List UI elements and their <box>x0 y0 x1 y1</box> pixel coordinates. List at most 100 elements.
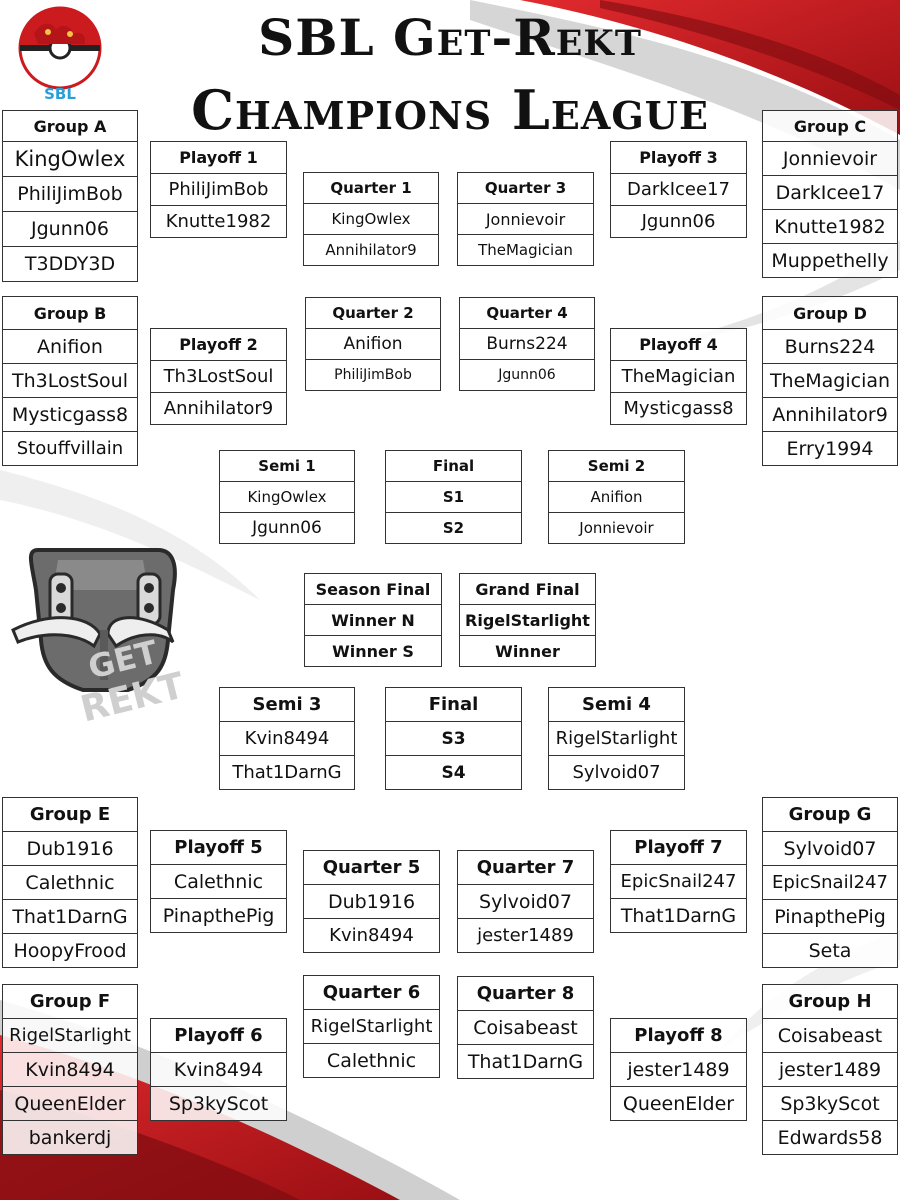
group-b-player-3: Mysticgass8 <box>2 397 138 432</box>
quarter-6-table: Quarter 6 RigelStarlight Calethnic <box>303 975 440 1078</box>
playoff-3-table: Playoff 3 DarkIcee17 Jgunn06 <box>610 141 747 238</box>
quarter-1-player-1: KingOwlex <box>303 203 439 235</box>
quarter-6-header: Quarter 6 <box>303 975 440 1010</box>
group-h-player-1: Coisabeast <box>762 1018 898 1053</box>
group-h-player-3: Sp3kyScot <box>762 1086 898 1121</box>
season-final-table: Season Final Winner N Winner S <box>304 573 442 667</box>
playoff-5-player-2: PinapthePig <box>150 898 287 933</box>
quarter-5-header: Quarter 5 <box>303 850 440 885</box>
group-e-header: Group E <box>2 797 138 832</box>
quarter-7-header: Quarter 7 <box>457 850 594 885</box>
group-f-table: Group F RigelStarlight Kvin8494 QueenEld… <box>2 984 138 1155</box>
final-south-slot-2: S4 <box>385 755 522 790</box>
group-h-header: Group H <box>762 984 898 1019</box>
group-g-table: Group G Sylvoid07 EpicSnail247 PinaptheP… <box>762 797 898 968</box>
semi-1-table: Semi 1 KingOwlex Jgunn06 <box>219 450 355 544</box>
group-d-player-1: Burns224 <box>762 329 898 364</box>
playoff-1-player-2: Knutte1982 <box>150 205 287 238</box>
quarter-4-header: Quarter 4 <box>459 297 595 329</box>
group-h-player-4: Edwards58 <box>762 1120 898 1155</box>
final-north-table: Final S1 S2 <box>385 450 522 544</box>
group-f-player-3: QueenElder <box>2 1086 138 1121</box>
season-final-header: Season Final <box>304 573 442 605</box>
playoff-7-player-2: That1DarnG <box>610 898 747 933</box>
quarter-6-player-2: Calethnic <box>303 1043 440 1078</box>
quarter-8-player-2: That1DarnG <box>457 1044 594 1079</box>
quarter-8-player-1: Coisabeast <box>457 1010 594 1045</box>
playoff-7-player-1: EpicSnail247 <box>610 864 747 899</box>
quarter-1-player-2: Annihilator9 <box>303 234 439 266</box>
group-a-player-2: PhiliJimBob <box>2 176 138 212</box>
group-d-table: Group D Burns224 TheMagician Annihilator… <box>762 296 898 466</box>
playoff-2-table: Playoff 2 Th3LostSoul Annihilator9 <box>150 328 287 425</box>
semi-1-header: Semi 1 <box>219 450 355 482</box>
group-b-player-1: Anifion <box>2 329 138 364</box>
group-h-player-2: jester1489 <box>762 1052 898 1087</box>
quarter-7-table: Quarter 7 Sylvoid07 jester1489 <box>457 850 594 953</box>
quarter-1-table: Quarter 1 KingOwlex Annihilator9 <box>303 172 439 266</box>
grand-final-slot-2: Winner <box>459 635 596 667</box>
semi-3-table: Semi 3 Kvin8494 That1DarnG <box>219 687 355 790</box>
group-b-header: Group B <box>2 296 138 330</box>
playoff-8-player-2: QueenElder <box>610 1086 747 1121</box>
group-d-player-2: TheMagician <box>762 363 898 398</box>
playoff-4-header: Playoff 4 <box>610 328 747 361</box>
group-b-player-4: Stouffvillain <box>2 431 138 466</box>
grand-final-header: Grand Final <box>459 573 596 605</box>
playoff-3-player-2: Jgunn06 <box>610 205 747 238</box>
quarter-3-player-1: Jonnievoir <box>457 203 594 235</box>
grand-final-table: Grand Final RigelStarlight Winner <box>459 573 596 667</box>
semi-4-header: Semi 4 <box>548 687 685 722</box>
group-f-player-2: Kvin8494 <box>2 1052 138 1087</box>
quarter-2-table: Quarter 2 Anifion PhiliJimBob <box>305 297 441 391</box>
final-south-table: Final S3 S4 <box>385 687 522 790</box>
group-g-player-2: EpicSnail247 <box>762 865 898 900</box>
playoff-7-table: Playoff 7 EpicSnail247 That1DarnG <box>610 830 747 933</box>
final-south-header: Final <box>385 687 522 722</box>
group-b-table: Group B Anifion Th3LostSoul Mysticgass8 … <box>2 296 138 466</box>
quarter-1-header: Quarter 1 <box>303 172 439 204</box>
final-south-slot-1: S3 <box>385 721 522 756</box>
group-d-header: Group D <box>762 296 898 330</box>
season-final-slot-2: Winner S <box>304 635 442 667</box>
get-rekt-mascot-icon: GET REKT <box>11 548 189 730</box>
group-e-table: Group E Dub1916 Calethnic That1DarnG Hoo… <box>2 797 138 968</box>
quarter-3-header: Quarter 3 <box>457 172 594 204</box>
semi-4-player-1: RigelStarlight <box>548 721 685 756</box>
playoff-6-player-1: Kvin8494 <box>150 1052 287 1087</box>
quarter-2-player-1: Anifion <box>305 328 441 360</box>
playoff-2-player-1: Th3LostSoul <box>150 360 287 393</box>
group-d-player-3: Annihilator9 <box>762 397 898 432</box>
group-a-player-1: KingOwlex <box>2 141 138 177</box>
group-c-header: Group C <box>762 110 898 142</box>
quarter-8-header: Quarter 8 <box>457 976 594 1011</box>
playoff-5-table: Playoff 5 Calethnic PinapthePig <box>150 830 287 933</box>
group-f-player-1: RigelStarlight <box>2 1018 138 1053</box>
group-g-player-3: PinapthePig <box>762 899 898 934</box>
playoff-5-player-1: Calethnic <box>150 864 287 899</box>
group-h-table: Group H Coisabeast jester1489 Sp3kyScot … <box>762 984 898 1155</box>
semi-2-player-2: Jonnievoir <box>548 512 685 544</box>
quarter-3-player-2: TheMagician <box>457 234 594 266</box>
playoff-4-player-2: Mysticgass8 <box>610 392 747 425</box>
playoff-6-header: Playoff 6 <box>150 1018 287 1053</box>
playoff-8-header: Playoff 8 <box>610 1018 747 1053</box>
semi-2-player-1: Anifion <box>548 481 685 513</box>
quarter-2-player-2: PhiliJimBob <box>305 359 441 391</box>
playoff-8-table: Playoff 8 jester1489 QueenElder <box>610 1018 747 1121</box>
quarter-4-player-1: Burns224 <box>459 328 595 360</box>
group-c-player-1: Jonnievoir <box>762 141 898 176</box>
playoff-7-header: Playoff 7 <box>610 830 747 865</box>
group-b-player-2: Th3LostSoul <box>2 363 138 398</box>
group-g-header: Group G <box>762 797 898 832</box>
quarter-7-player-1: Sylvoid07 <box>457 884 594 919</box>
semi-3-player-2: That1DarnG <box>219 755 355 790</box>
playoff-3-player-1: DarkIcee17 <box>610 173 747 206</box>
quarter-5-player-2: Kvin8494 <box>303 918 440 953</box>
playoff-6-player-2: Sp3kyScot <box>150 1086 287 1121</box>
group-e-player-2: Calethnic <box>2 865 138 900</box>
final-north-slot-1: S1 <box>385 481 522 513</box>
semi-4-player-2: Sylvoid07 <box>548 755 685 790</box>
quarter-4-table: Quarter 4 Burns224 Jgunn06 <box>459 297 595 391</box>
group-a-player-4: T3DDY3D <box>2 246 138 282</box>
